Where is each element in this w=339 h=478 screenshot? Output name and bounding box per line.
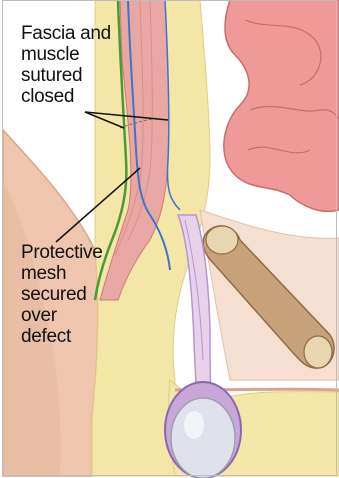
label-fascia-muscle-sutured: Fascia and muscle sutured closed: [21, 23, 131, 107]
label-protective-mesh: Protective mesh secured over defect: [21, 242, 121, 347]
